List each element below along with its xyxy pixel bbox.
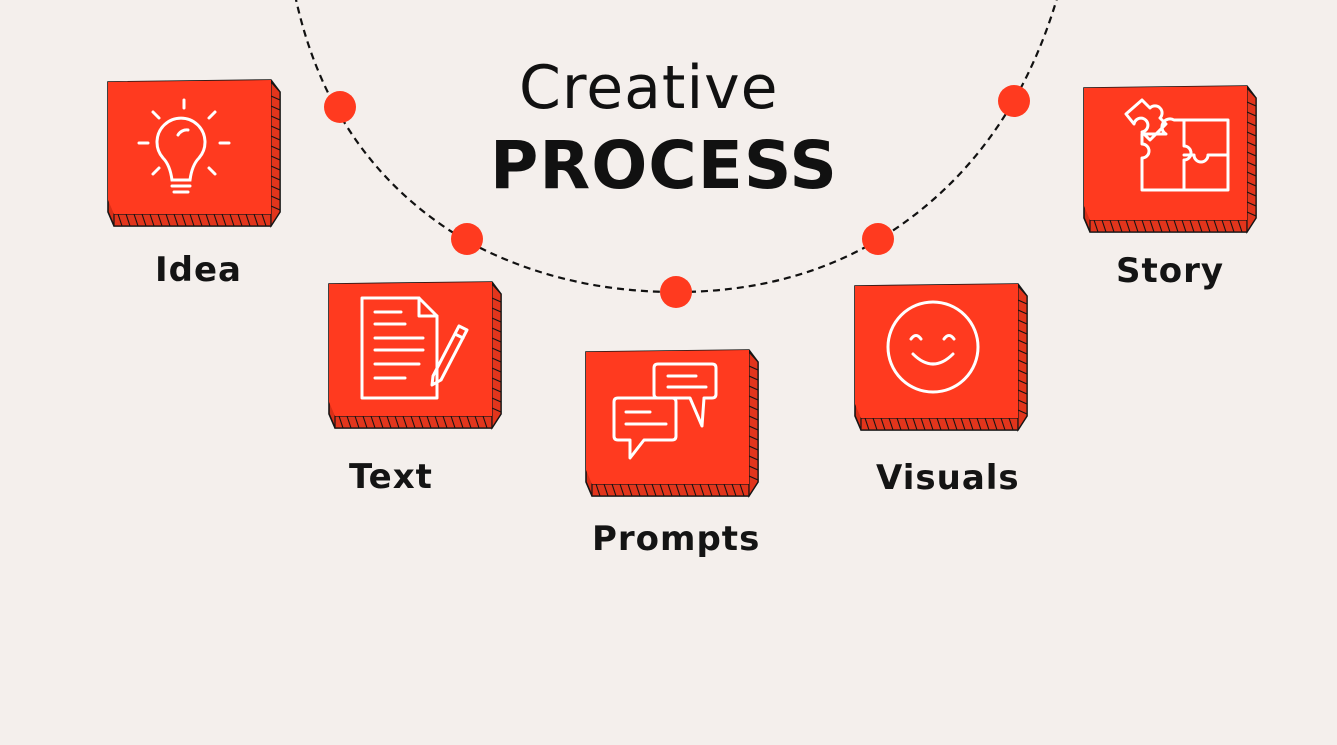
step-idea-card [107, 79, 283, 229]
lightbulb-icon [137, 98, 231, 194]
puzzle-pieces-icon [1124, 98, 1230, 192]
step-visuals-label: Visuals [876, 458, 1020, 498]
step-story-card [1083, 85, 1259, 235]
arc-dot-5 [998, 85, 1030, 117]
step-idea-block [107, 79, 281, 229]
dashed-arc [295, 0, 1058, 294]
step-text-block [328, 281, 502, 431]
chat-bubbles-icon [612, 362, 718, 460]
step-visuals-card [854, 283, 1030, 433]
step-idea-label: Idea [155, 250, 242, 290]
arc-dot-4 [862, 223, 894, 255]
title-line-1: Creative [519, 53, 779, 123]
smiley-face-icon [886, 300, 980, 394]
step-story-label: Story [1116, 251, 1225, 291]
step-text-card [328, 281, 504, 431]
title-line-2: PROCESS [490, 127, 838, 204]
arc-dot-1 [324, 91, 356, 123]
step-prompts-block [585, 349, 759, 499]
arc-dot-3 [660, 276, 692, 308]
step-prompts-label: Prompts [592, 519, 761, 559]
step-text-label: Text [349, 457, 433, 497]
step-visuals-block [854, 283, 1028, 433]
document-pencil-icon [360, 296, 469, 400]
step-prompts-card [585, 349, 761, 499]
step-story-block [1083, 85, 1257, 235]
arc-dot-2 [451, 223, 483, 255]
